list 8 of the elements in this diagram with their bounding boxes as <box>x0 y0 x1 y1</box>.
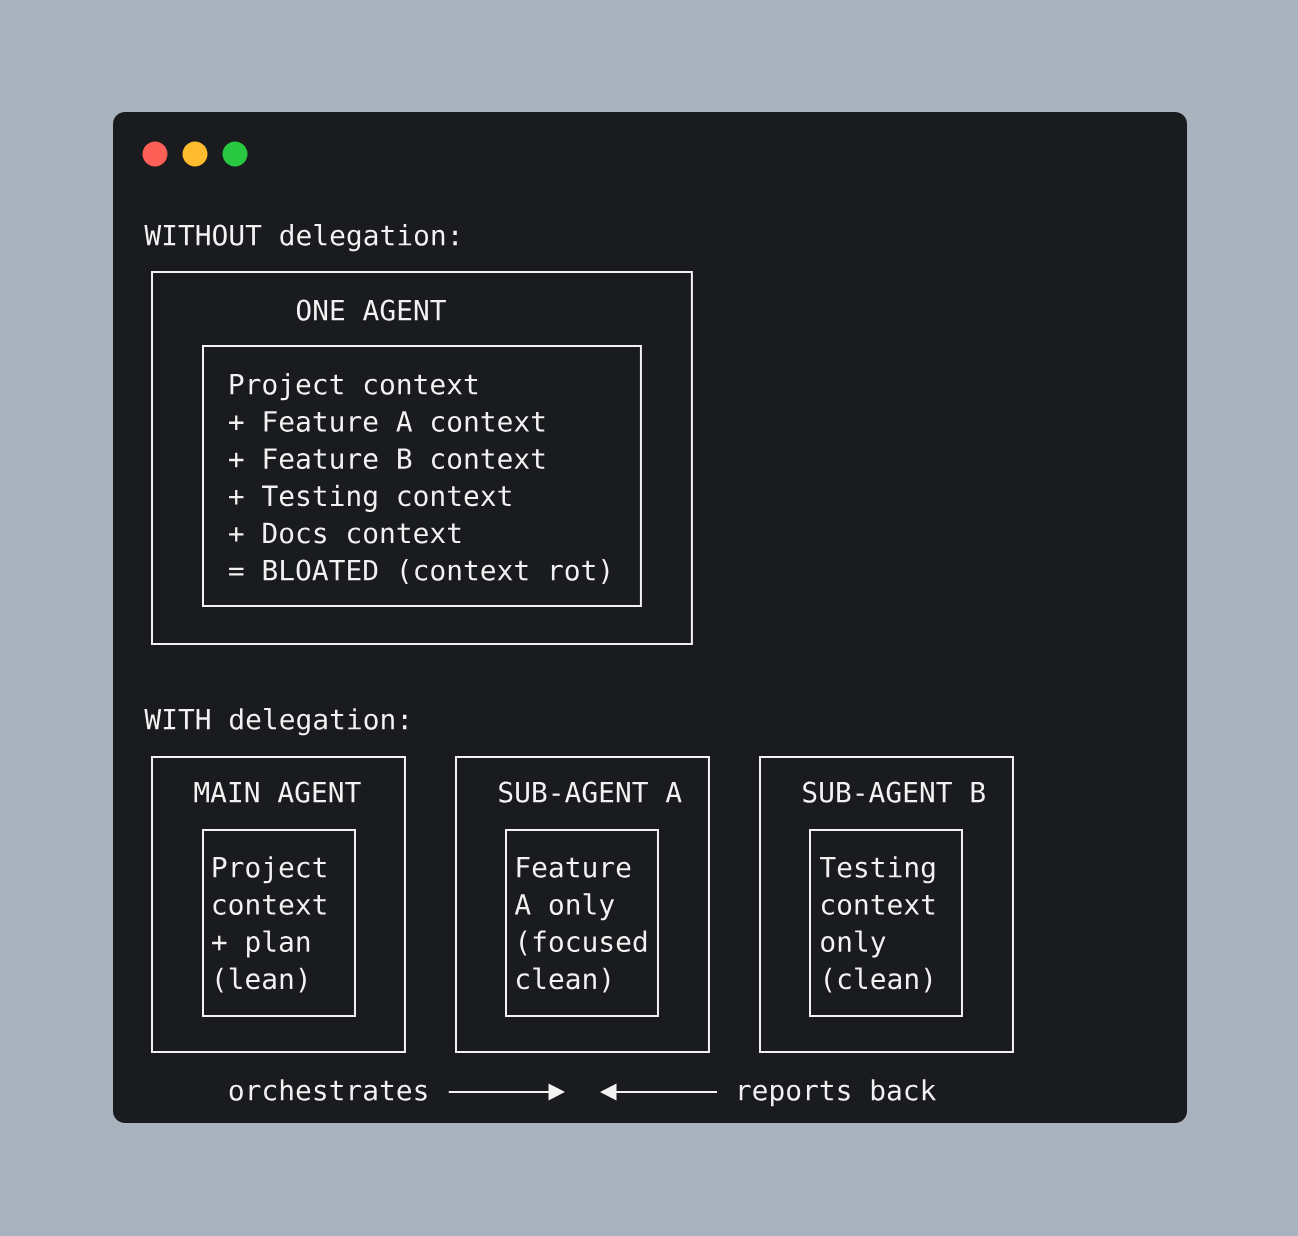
section-heading: WITH delegation: <box>144 708 407 736</box>
arrow-label: orchestrates <box>229 1079 427 1101</box>
context-box: Testing context only (clean) <box>809 829 963 1017</box>
context-box: Project context + Feature A context + Feature B context + Testing context + Docs context = BLOATED (context rot) <box>202 345 642 607</box>
context-box: Feature A only (focused clean) <box>505 829 659 1017</box>
section-heading: WITHOUT delegation: <box>144 224 457 252</box>
context-box: Project context + plan (lean) <box>202 829 356 1017</box>
arrow-label: reports back <box>739 1079 936 1107</box>
